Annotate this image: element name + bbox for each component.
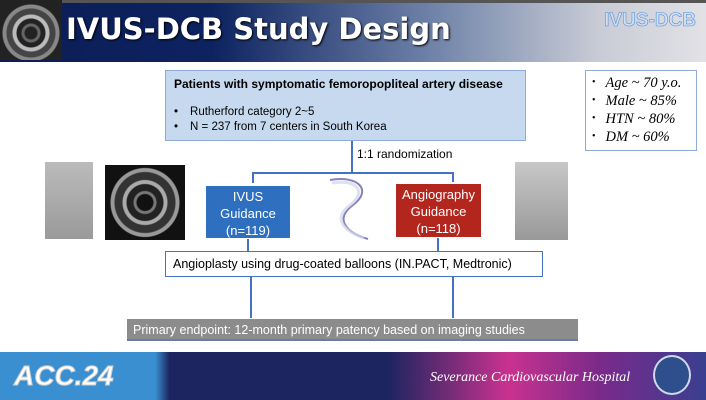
slide-title: IVUS-DCB Study Design xyxy=(66,12,451,46)
ivus-guidance-box: IVUS Guidance (n=119) xyxy=(205,185,291,239)
connector-line xyxy=(351,141,353,173)
stat-dm: DM ~ 60% xyxy=(592,128,690,146)
procedure-box: Angioplasty using drug-coated balloons (… xyxy=(165,251,543,277)
baseline-stats-box: Age ~ 70 y.o. Male ~ 85% HTN ~ 80% DM ~ … xyxy=(585,70,697,151)
hospital-name: Severance Cardiovascular Hospital xyxy=(430,370,631,385)
patients-bullet: Rutherford category 2~5 xyxy=(174,105,517,120)
angiography-guidance-box: Angiography Guidance (n=118) xyxy=(395,183,482,238)
ivus-thumbnail-image xyxy=(0,0,62,60)
arm-label: Guidance xyxy=(220,206,276,221)
arm-label: Guidance xyxy=(410,204,467,219)
connector-line xyxy=(452,277,454,318)
title-banner xyxy=(0,0,706,62)
stat-male: Male ~ 85% xyxy=(592,92,690,110)
primary-endpoint-box: Primary endpoint: 12-month primary paten… xyxy=(127,319,578,341)
stat-htn: HTN ~ 80% xyxy=(592,110,690,128)
randomization-label: 1:1 randomization xyxy=(357,147,453,161)
arm-label: IVUS xyxy=(232,189,264,204)
balloon-catheter-image xyxy=(329,178,369,240)
arm-label: Angiography xyxy=(402,187,475,202)
connector-line xyxy=(247,239,249,251)
angiogram-image-left xyxy=(45,162,93,239)
connector-line xyxy=(452,172,454,182)
connector-line xyxy=(252,172,254,183)
footer-banner xyxy=(0,352,706,400)
connector-line xyxy=(252,172,454,174)
ivus-image xyxy=(105,165,185,240)
patients-heading: Patients with symptomatic femoropoplitea… xyxy=(174,77,503,91)
connector-line xyxy=(437,238,439,251)
patients-bullet: N = 237 from 7 centers in South Korea xyxy=(174,120,517,135)
study-tag: IVUS-DCB xyxy=(604,10,696,32)
angiogram-image-right xyxy=(515,162,568,240)
university-seal-icon xyxy=(653,355,691,395)
acc-logo: ACC.24 xyxy=(14,360,115,392)
arm-count: (n=118) xyxy=(416,221,461,236)
connector-line xyxy=(250,277,252,318)
patients-box: Patients with symptomatic femoropoplitea… xyxy=(165,70,526,141)
arm-count: (n=119) xyxy=(225,223,271,238)
stat-age: Age ~ 70 y.o. xyxy=(592,74,690,92)
